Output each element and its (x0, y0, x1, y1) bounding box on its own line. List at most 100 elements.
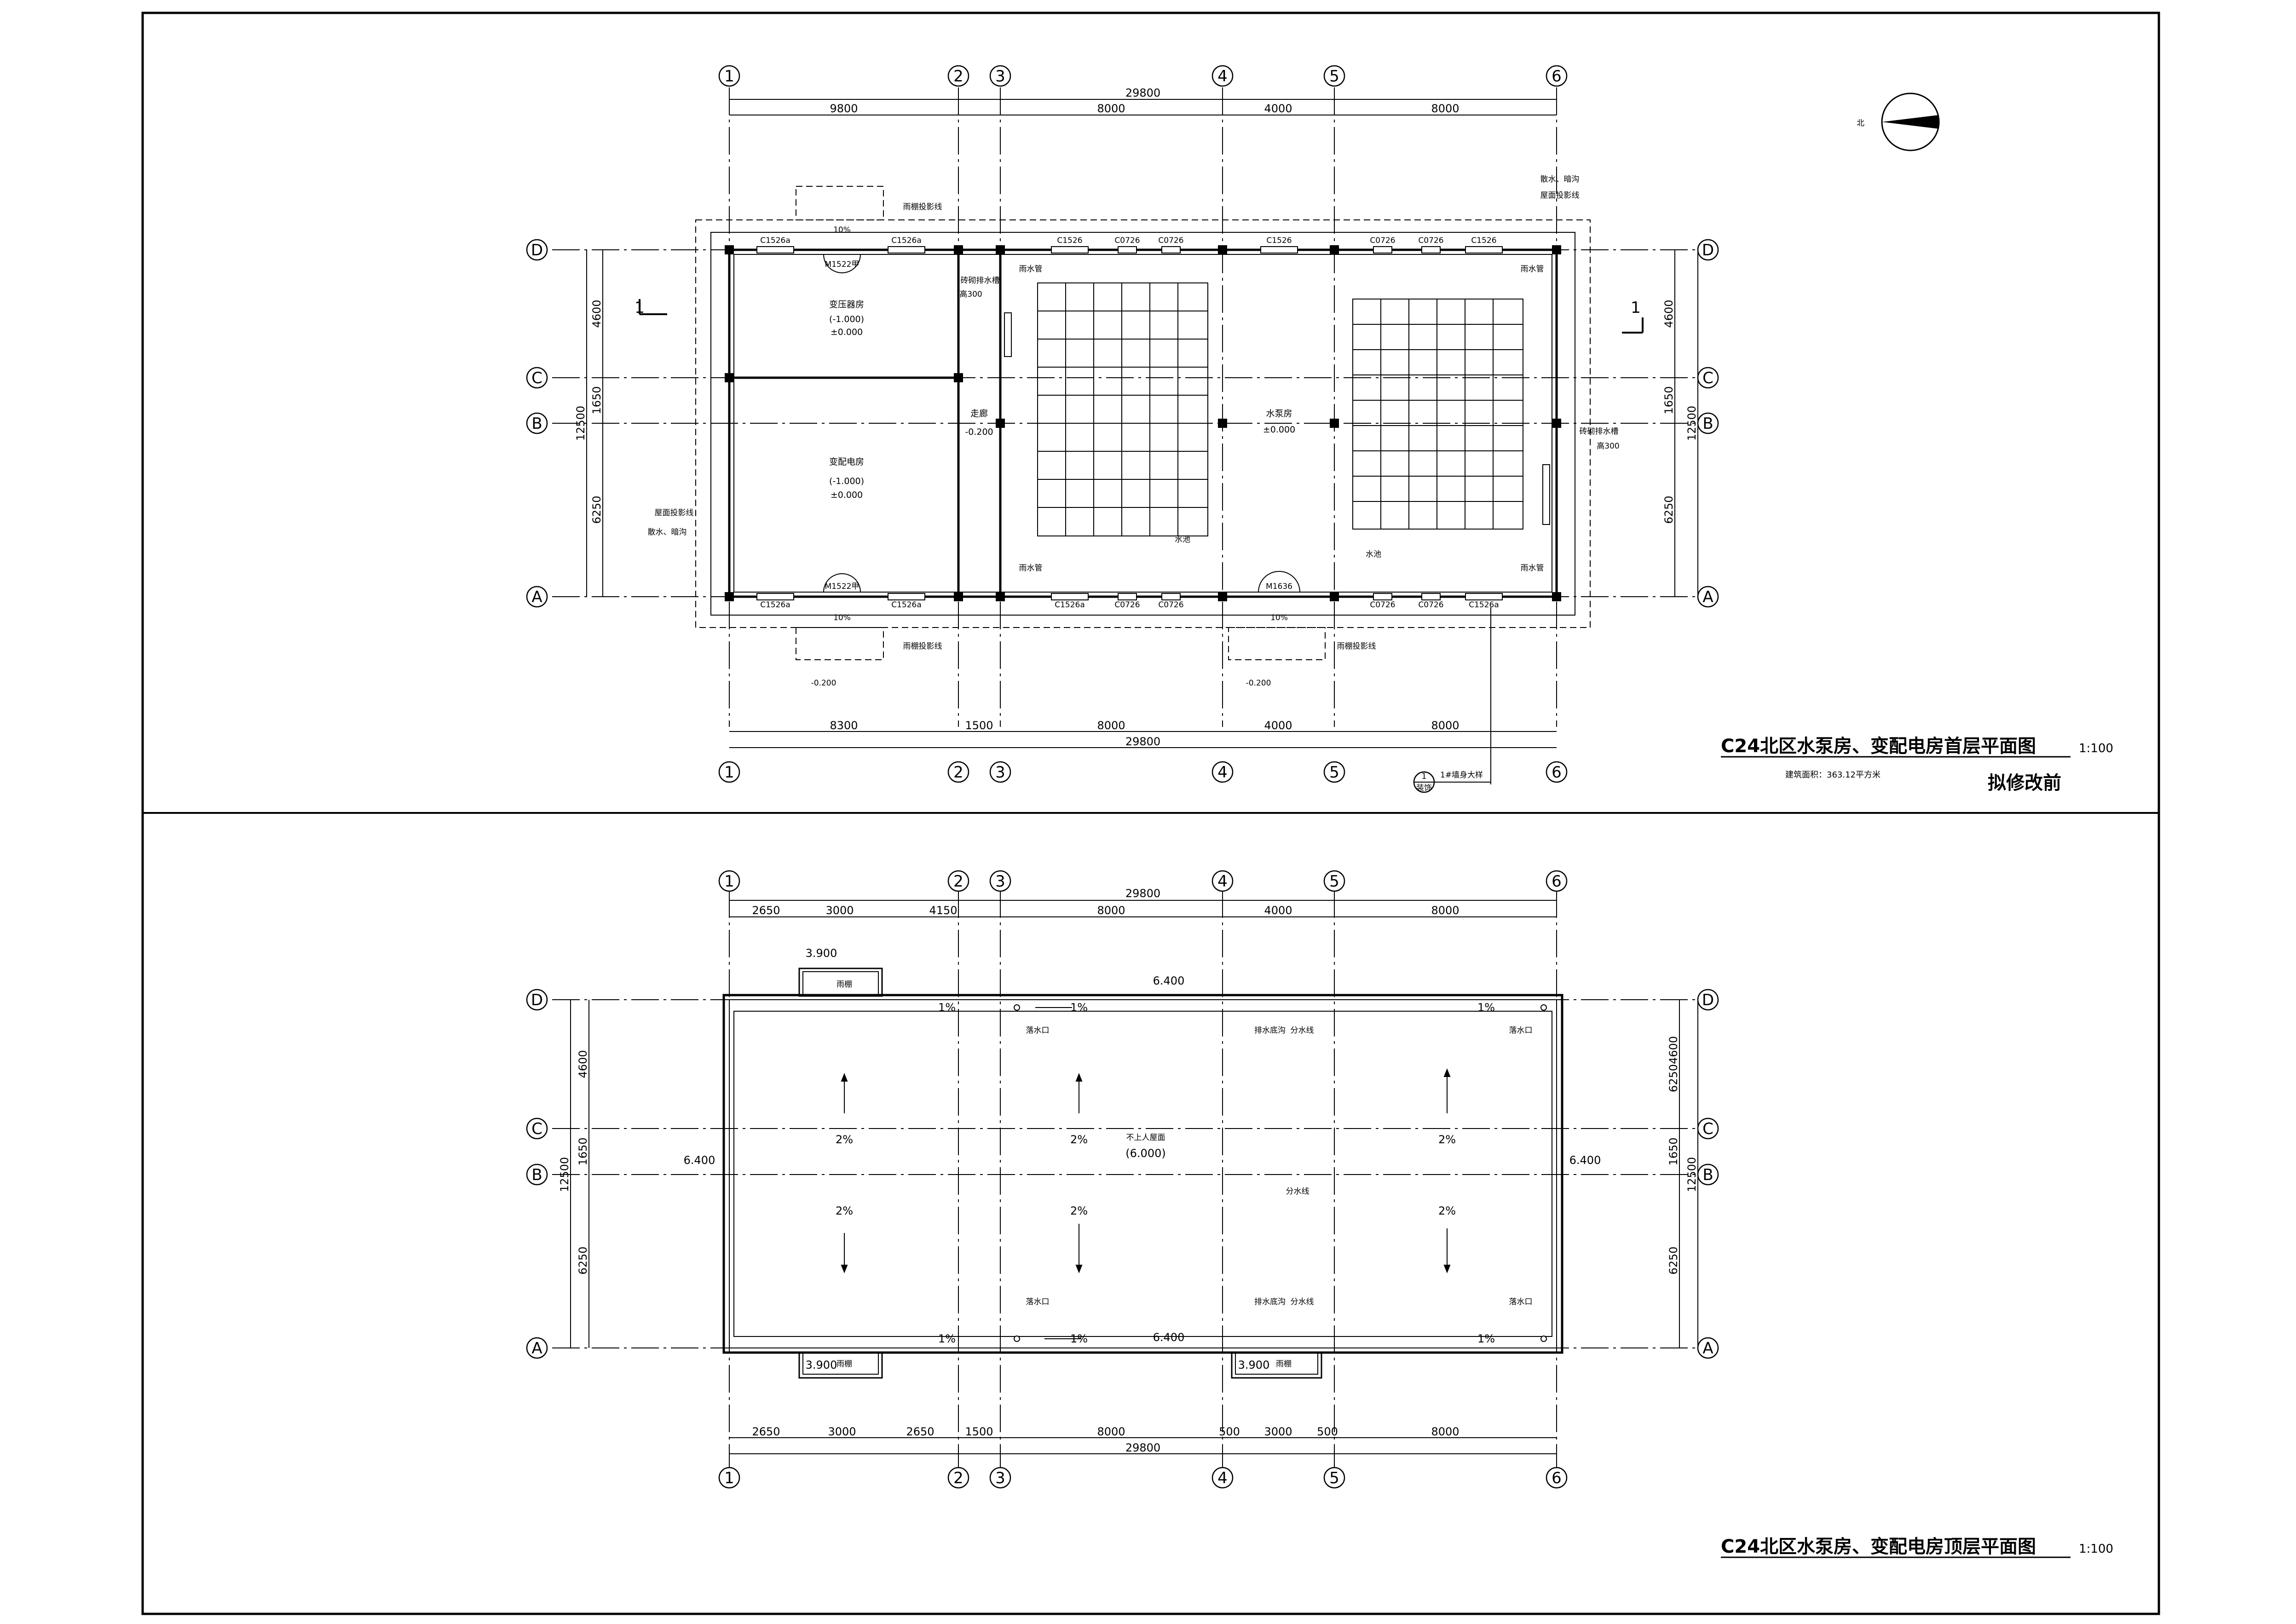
roof-grid-2-top: 2 (953, 872, 963, 891)
grid-label-3-bottom: 3 (995, 763, 1005, 782)
roof-grid-3-top: 3 (995, 872, 1005, 891)
roof-dim-top-4: 8000 (1097, 904, 1125, 917)
dim-bottom-5: 8000 (1431, 719, 1459, 732)
room-switch-level2: ±0.000 (831, 490, 863, 500)
slope-door-1: 10% (833, 225, 851, 235)
parapet-level-top: 6.400 (1153, 974, 1185, 987)
window-top-8: C0726 (1418, 236, 1443, 245)
roof-dim-bottom-total: 29800 (1125, 1441, 1160, 1454)
grid-label-2-top: 2 (953, 67, 963, 86)
window-top-4: C0726 (1114, 236, 1140, 245)
canopy-level-bottom-right: 3.900 (1238, 1359, 1270, 1371)
outlet-label-2: 落水口 (1509, 1026, 1533, 1035)
gutter-slope-2: 1% (1070, 1001, 1088, 1014)
room-pump-level: ±0.000 (1263, 425, 1295, 435)
roof-dim-top-2: 3000 (825, 904, 854, 917)
room-switch-name: 变配电房 (829, 457, 864, 467)
grid-label-4-top: 4 (1217, 67, 1228, 86)
grid-label-A-left: A (531, 588, 542, 606)
plan1-area: 建筑面积：363.12平方米 (1785, 770, 1881, 780)
dim-top-total: 29800 (1125, 86, 1160, 99)
canopy-line-label-2: 雨棚投影线 (903, 642, 942, 651)
canopy-line-label-3: 雨棚投影线 (1337, 642, 1376, 651)
window-top-5: C0726 (1158, 236, 1183, 245)
canopy-label-bottom-left: 雨棚 (836, 1359, 852, 1369)
roof-slope-3: 2% (1438, 1133, 1456, 1146)
roof-plan: 1 2 3 4 5 6 1 2 3 4 5 6 D C B A D C B A (526, 870, 2113, 1558)
roof-slope-2: 2% (1070, 1133, 1088, 1146)
door-2: M1522甲 (825, 582, 860, 591)
roof-grid-C-left: C (531, 1120, 542, 1138)
window-bottom-2: C1526a (891, 600, 922, 610)
trench-label-right: 砖砌排水槽 (1580, 427, 1619, 436)
roof-grid-2-bottom: 2 (953, 1469, 963, 1487)
canopy-level-bottom-left: 3.900 (806, 1359, 837, 1371)
roof-grid-1-bottom: 1 (724, 1469, 734, 1487)
roof-grid-A-right: A (1702, 1339, 1713, 1358)
grid-label-6-top: 6 (1552, 67, 1562, 86)
trench-width-left: 高300 (959, 290, 982, 299)
roof-line-label-1: 屋面投影线 (1540, 191, 1580, 200)
drain-label-1: 散水、暗沟 (1540, 175, 1580, 184)
dim-side-3-left: 6250 (590, 495, 603, 524)
pool-left (1037, 282, 1208, 536)
grid-label-C-left: C (531, 369, 542, 387)
grid-label-B-left: B (531, 415, 542, 433)
roof-grid-D-right: D (1702, 991, 1714, 1009)
roof-grid-5-top: 5 (1329, 872, 1339, 891)
roof-dim-bottom-4: 1500 (965, 1425, 993, 1438)
window-top-9: C1526 (1471, 236, 1496, 245)
roof-dim-bottom-9: 8000 (1431, 1425, 1459, 1438)
plan1-scale: 1:100 (2079, 742, 2113, 755)
window-bottom-8: C1526a (1469, 600, 1499, 610)
roof-dim-bottom-5: 8000 (1097, 1425, 1125, 1438)
outlet-label-4: 落水口 (1509, 1297, 1533, 1307)
dim-bottom-total: 29800 (1125, 735, 1160, 748)
grid-label-C-right: C (1702, 369, 1713, 387)
section-mark-right: 1 (1631, 299, 1641, 317)
roof-slope-6: 2% (1438, 1204, 1456, 1217)
window-bottom-3: C1526a (1055, 600, 1085, 610)
roof-grid-A-left: A (531, 1339, 542, 1358)
window-top-3: C1526 (1057, 236, 1082, 245)
north-arrow: 北 (1857, 92, 1940, 151)
gutter-slope-6: 1% (1477, 1332, 1495, 1345)
room-transformer-level1: (-1.000) (829, 314, 864, 324)
room-transformer-name: 变压器房 (829, 299, 864, 310)
window-bottom-6: C0726 (1370, 600, 1395, 610)
roof-dim-top-1: 2650 (752, 904, 780, 917)
outlet-label-3: 落水口 (1026, 1297, 1050, 1307)
room-pump-name: 水泵房 (1266, 409, 1292, 419)
dim-side-1-right: 4600 (1662, 299, 1675, 328)
parapet-level-bottom: 6.400 (1153, 1331, 1185, 1344)
roof-dim-bottom-2: 3000 (828, 1425, 856, 1438)
roof-dim-bottom-1: 2650 (752, 1425, 780, 1438)
roof-grid-6-bottom: 6 (1552, 1469, 1562, 1487)
roof-dim-side-2-right: 1650 (1667, 1137, 1680, 1165)
dim-top-2: 8000 (1097, 102, 1125, 115)
roof-grid-B-left: B (531, 1166, 542, 1184)
window-bottom-1: C1526a (760, 600, 790, 610)
slope-door-2: 10% (833, 613, 851, 622)
detail-ref-label: 1#墙身大样 (1440, 771, 1483, 780)
dim-side-1-left: 4600 (590, 299, 603, 328)
roof-grid-6-top: 6 (1552, 872, 1562, 891)
door-3: M1636 (1266, 582, 1292, 591)
roof-grid-4-bottom: 4 (1217, 1469, 1228, 1487)
window-top-1: C1526a (760, 236, 790, 245)
dim-side-2-left: 1650 (590, 386, 603, 414)
dim-side-total-right: 12500 (1685, 406, 1698, 441)
roof-slope-4: 2% (836, 1204, 853, 1217)
plan1-status: 拟修改前 (1988, 772, 2061, 794)
roof-dim-side-2-left: 1650 (577, 1137, 589, 1165)
grid-label-1-top: 1 (724, 67, 734, 86)
roof-grid-1-top: 1 (724, 872, 734, 891)
rain-pipe-3: 雨水管 (1019, 564, 1043, 573)
grid-label-5-top: 5 (1329, 67, 1339, 86)
trench-label-left: 砖砌排水槽 (961, 276, 1000, 285)
grid-label-4-bottom: 4 (1217, 763, 1228, 782)
plan1-title: C24北区水泵房、变配电房首层平面图 (1721, 736, 2036, 757)
grid-label-B-right: B (1702, 415, 1713, 433)
roof-dim-side-total-right: 12500 (1685, 1157, 1698, 1192)
